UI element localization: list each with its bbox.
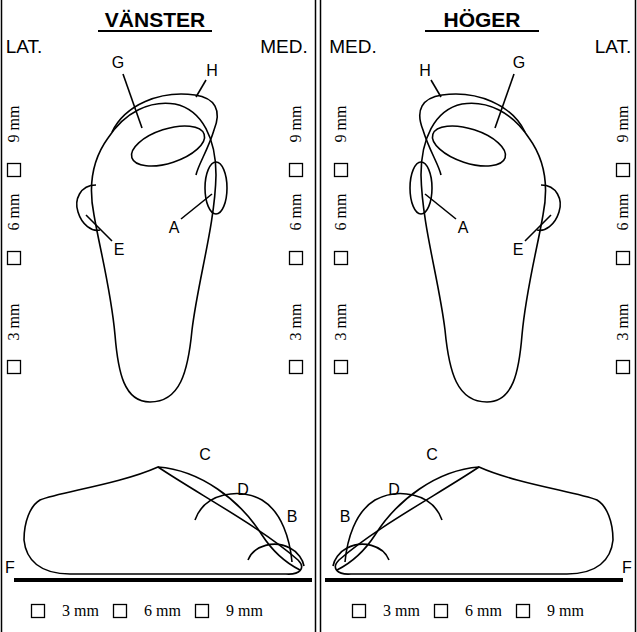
checkbox xyxy=(114,605,127,618)
zone-letter: B xyxy=(340,509,351,525)
checkbox xyxy=(32,605,45,618)
zone-letter: E xyxy=(513,242,524,258)
checkbox xyxy=(353,605,366,618)
checkbox xyxy=(335,164,348,177)
checkbox xyxy=(617,252,630,265)
thickness-option: 6 mm xyxy=(465,603,502,619)
thickness-option: 3 mm xyxy=(615,304,631,341)
thickness-option: 9 mm xyxy=(6,106,22,143)
thickness-option: 9 mm xyxy=(547,603,584,619)
zone-letter: C xyxy=(199,447,211,463)
side-label: MED. xyxy=(260,37,308,56)
zone-letter: D xyxy=(237,482,249,498)
thickness-option: 6 mm xyxy=(333,194,349,231)
zone-letter: B xyxy=(287,509,298,525)
thickness-option: 9 mm xyxy=(288,106,304,143)
thickness-option: 6 mm xyxy=(144,603,181,619)
checkbox xyxy=(290,361,303,374)
zone-letter: G xyxy=(112,55,124,71)
thickness-option: 9 mm xyxy=(333,106,349,143)
side-label: LAT. xyxy=(595,37,632,56)
checkbox xyxy=(617,361,630,374)
thickness-option: 3 mm xyxy=(288,304,304,341)
checkbox xyxy=(335,361,348,374)
checkbox xyxy=(435,605,448,618)
zone-letter: F xyxy=(5,560,15,576)
zone-letter: G xyxy=(513,55,525,71)
side-label: LAT. xyxy=(6,37,43,56)
panel-heading: HÖGER xyxy=(443,9,520,30)
thickness-option: 3 mm xyxy=(333,304,349,341)
thickness-option: 9 mm xyxy=(226,603,263,619)
checkbox xyxy=(8,361,21,374)
checkbox xyxy=(617,164,630,177)
zone-letter: F xyxy=(622,560,632,576)
thickness-option: 3 mm xyxy=(383,603,420,619)
zone-letter: C xyxy=(426,447,438,463)
checkbox xyxy=(290,252,303,265)
side-label: MED. xyxy=(329,37,377,56)
checkbox xyxy=(8,164,21,177)
panel-heading: VÄNSTER xyxy=(105,9,205,30)
checkbox xyxy=(196,605,209,618)
checkbox xyxy=(517,605,530,618)
thickness-option: 3 mm xyxy=(62,603,99,619)
thickness-option: 6 mm xyxy=(615,194,631,231)
checkbox xyxy=(335,252,348,265)
thickness-option: 9 mm xyxy=(615,106,631,143)
zone-letter: E xyxy=(114,242,125,258)
thickness-option: 3 mm xyxy=(6,304,22,341)
thickness-option: 6 mm xyxy=(6,194,22,231)
thickness-option: 6 mm xyxy=(288,194,304,231)
zone-letter: H xyxy=(206,63,218,79)
zone-letter: D xyxy=(388,482,400,498)
zone-letter: H xyxy=(419,63,431,79)
zone-letter: A xyxy=(169,220,180,236)
checkbox xyxy=(8,252,21,265)
zone-letter: A xyxy=(458,220,469,236)
checkbox xyxy=(290,164,303,177)
